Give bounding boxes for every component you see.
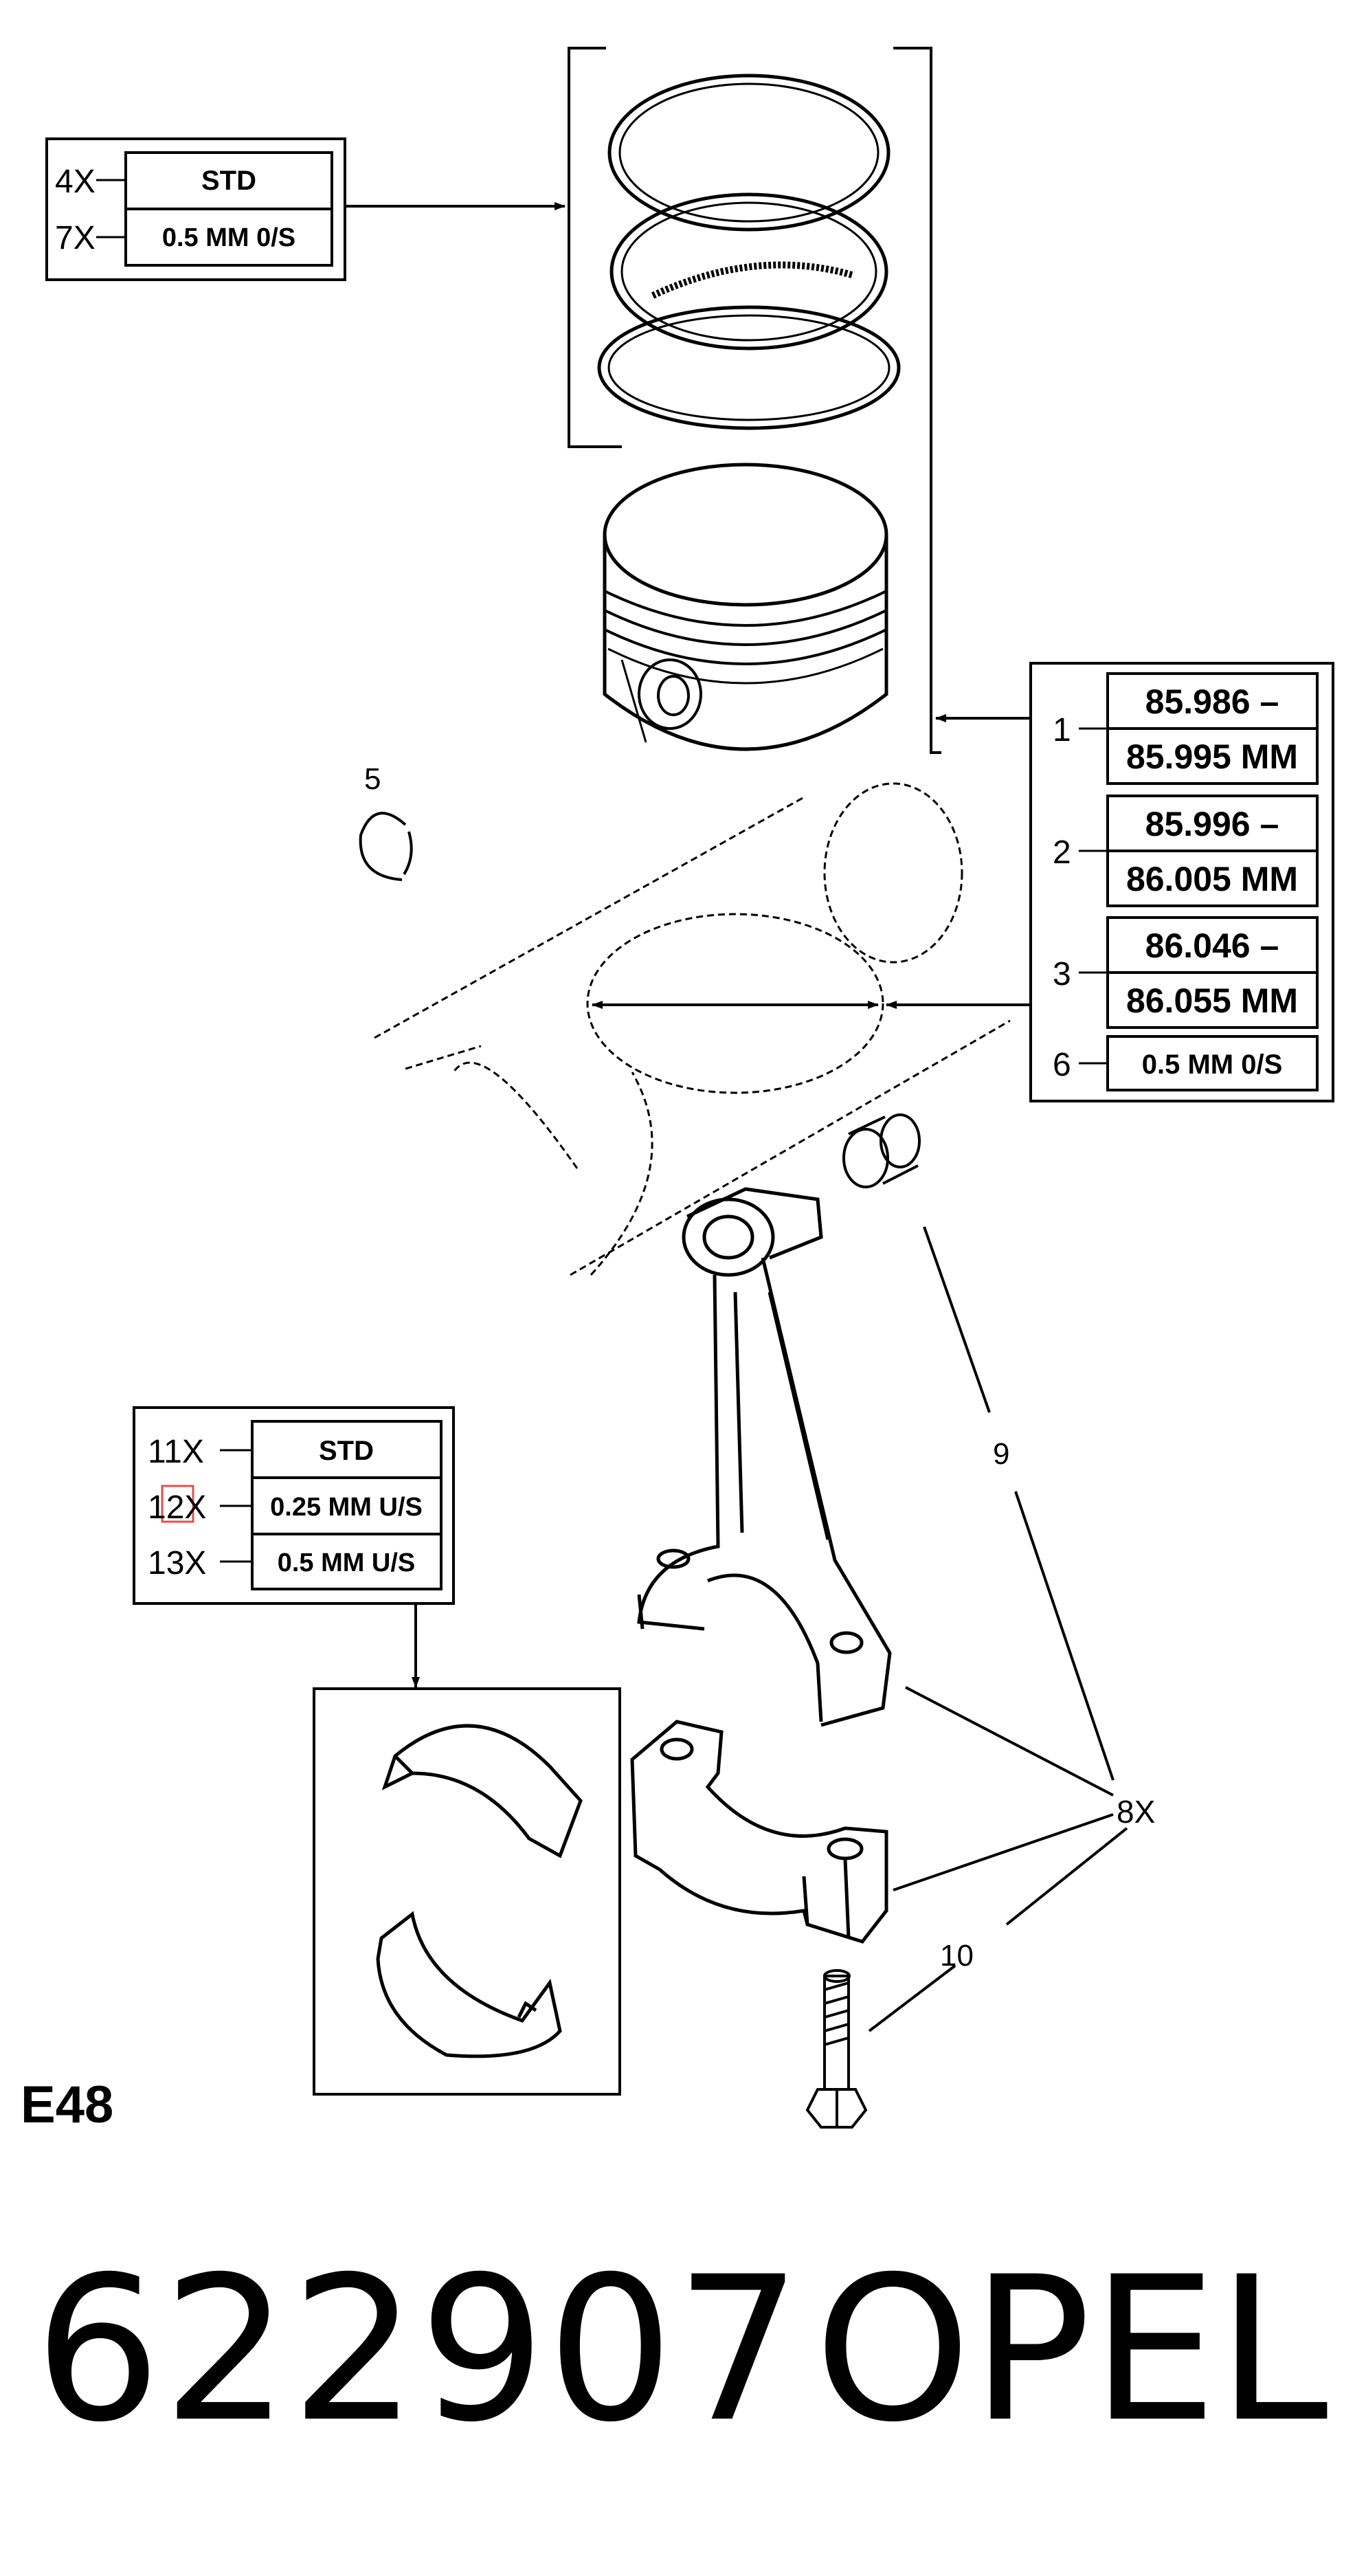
piston-size-2-max: 86.005 MM	[1126, 860, 1298, 898]
page-code: E48	[21, 2076, 114, 2134]
ring-bracket	[568, 47, 622, 448]
connecting-rod-illustration	[637, 1187, 892, 1727]
bush-label: 9	[993, 1437, 1009, 1471]
bearing-undersize-1-label: 0.25 MM U/S	[270, 1493, 423, 1522]
qty-highlight-marker	[161, 1485, 194, 1523]
ring-oversize-label: 0.5 MM 0/S	[162, 223, 295, 252]
bearing-shells-frame	[313, 1687, 621, 2096]
bearing-shell-upper	[381, 1724, 583, 1858]
ring-bracket-right	[893, 47, 941, 754]
piston-size-3-min: 86.046 –	[1145, 926, 1279, 965]
ring-std-label: STD	[201, 166, 256, 196]
bearing-std-qty: 11X	[148, 1434, 204, 1470]
circlip-label: 5	[364, 762, 381, 796]
piston-size-3-index: 3	[1053, 956, 1071, 992]
piston-size-callout: 1 2 3 6 85.986 – 85.995 MM 85.996 – 86.0…	[886, 662, 1334, 1102]
nut-bolt-callouts: 8X 10	[868, 1686, 1155, 2032]
piston-size-2-min: 85.996 –	[1145, 805, 1279, 843]
ring-callout-frame	[45, 137, 346, 281]
piston-size-1-min: 85.986 –	[1145, 682, 1279, 721]
ring-std-qty: 4X	[55, 164, 96, 200]
circlip-illustration: 5	[359, 762, 413, 881]
bearing-shell-lower	[376, 1911, 562, 2058]
piston-oversize-index: 6	[1053, 1047, 1071, 1083]
bearing-undersize-1-qty: 12X	[148, 1489, 206, 1526]
bearing-std-label: STD	[319, 1436, 374, 1466]
bearing-callout-frame	[133, 1406, 455, 1605]
part-number: 622907	[34, 2234, 804, 2466]
cylinder-block-outline	[374, 782, 1011, 1276]
small-end-bush-illustration: 9	[842, 1113, 1115, 1781]
nut-qty-label: 8X	[1117, 1794, 1155, 1830]
rod-cap-illustration	[630, 1720, 888, 1944]
piston-size-3-max: 86.055 MM	[1126, 981, 1298, 1020]
ring-oversize-qty: 7X	[55, 220, 96, 256]
piston-size-1-max: 85.995 MM	[1126, 737, 1298, 776]
bearing-undersize-2-qty: 13X	[148, 1545, 206, 1581]
piston-size-2-index: 2	[1053, 834, 1071, 871]
ring-size-callout: 4X 7X STD 0.5 MM 0/S	[45, 137, 565, 281]
bearing-size-callout: 11X 12X 13X STD 0.25 MM U/S 0.5 MM U/S	[133, 1406, 455, 1688]
piston-illustration	[603, 463, 888, 751]
piston-oversize-label: 0.5 MM 0/S	[1142, 1050, 1283, 1080]
piston-callout-frame	[1029, 662, 1334, 1102]
bearing-undersize-2-label: 0.5 MM U/S	[278, 1548, 416, 1577]
piston-size-1-index: 1	[1053, 712, 1071, 748]
bearing-shells-panel	[313, 1687, 621, 2096]
piston-rings-illustration	[568, 47, 941, 754]
brand-name: OPEL	[814, 2234, 1328, 2466]
bolt-illustration	[805, 1969, 868, 2129]
bolt-label: 10	[940, 1939, 974, 1973]
